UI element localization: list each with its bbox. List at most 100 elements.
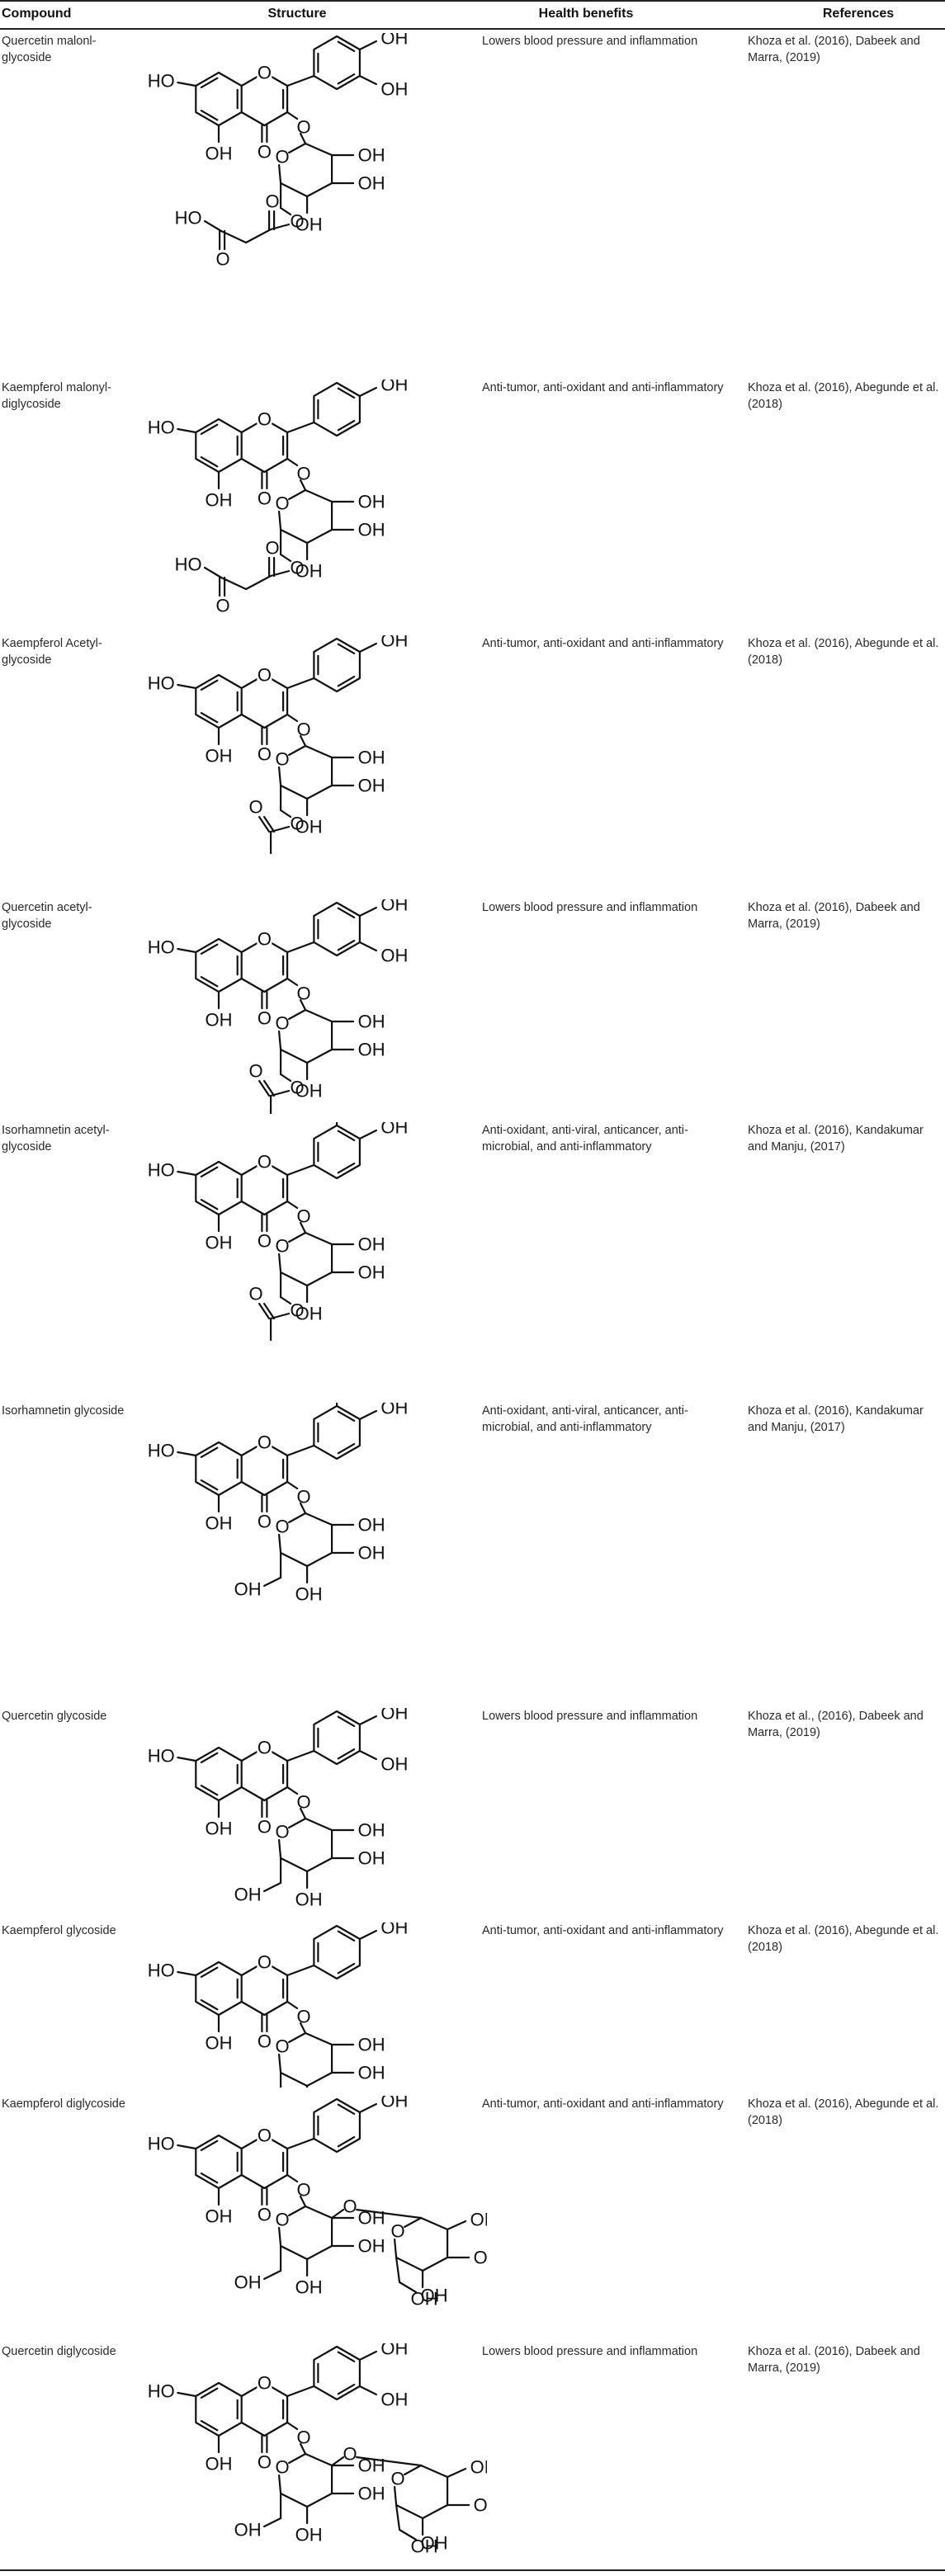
hydroxyl-5-label: OH [206, 2033, 233, 2054]
sugar-hydroxyl-label: OH [358, 1234, 385, 1255]
acid-hydroxyl-label: HO [175, 554, 202, 575]
sugar-hydroxyl-label: OH [358, 520, 385, 540]
health-benefits: Anti-tumor, anti-oxidant and anti-inflam… [482, 637, 724, 650]
compound-name: Quercetin acetyl-glycoside [2, 901, 92, 931]
table-row: Kaempferol glycosideOHOOHOOOHOOHOHOHOHAn… [0, 1918, 945, 2125]
hydroxyl-4prime-label: OH [380, 1403, 408, 1418]
hydroxyl-7-label: HO [148, 2381, 175, 2402]
sugar2-hydroxyl-label: OH [470, 2457, 487, 2478]
health-benefits: Lowers blood pressure and inflammation [482, 1710, 698, 1723]
sugar2-hydroxyl-label: OH [470, 2210, 487, 2230]
sugar-hydroxyl-label: OH [358, 776, 385, 796]
ester-carbonyl-oxygen-label: O [266, 538, 280, 559]
sugar-hydroxyl-label: OH [295, 1890, 323, 1910]
glycosidic-oxygen-label: O [297, 984, 311, 1004]
sugar-hydroxyl-label: OH [358, 173, 385, 194]
table-header-rule [0, 28, 945, 30]
glycosidic-oxygen-label: O [297, 1487, 311, 1507]
hydroxyl-4prime-label: OH [380, 1122, 408, 1138]
glycosidic-oxygen-label: O [297, 1206, 311, 1227]
ring-c-oxygen-label: O [258, 63, 272, 83]
ring-oxygen-label: O [391, 2221, 405, 2242]
sugar2-hydroxymethyl-label: OH [421, 2286, 448, 2306]
compound-name: Quercetin malonl-glycoside [2, 35, 97, 64]
ester-oxygen-label: O [291, 1078, 305, 1098]
sugar-hydroxyl-label: OH [358, 2063, 385, 2083]
hydroxyl-7-label: HO [148, 418, 175, 438]
hydroxyl-5-label: OH [206, 1819, 233, 1839]
hydroxyl-4prime-label: OH [380, 1923, 408, 1938]
header-compound: Compound [2, 7, 72, 21]
health-benefits: Lowers blood pressure and inflammation [482, 901, 698, 914]
carbonyl-oxygen-label: O [258, 1231, 272, 1252]
ring-oxygen-label: O [276, 2036, 290, 2057]
references: Khoza et al., (2016), Dabeek and Marra, … [748, 1710, 924, 1739]
ring-oxygen-label: O [276, 147, 290, 167]
interglycosidic-oxygen-label: O [343, 2196, 357, 2217]
ring-c-oxygen-label: O [258, 2125, 272, 2146]
sugar-hydroxyl-label: OH [295, 2277, 323, 2298]
sugar-hydroxyl-label: OH [358, 145, 385, 166]
chemical-structure: OHOOHOOOHOOHOHOHOHOOOHOHOHOH [140, 2091, 501, 2339]
header-references: References [822, 7, 895, 21]
sugar-hydroxyl-label: OH [358, 1848, 385, 1869]
sugar2-hydroxymethyl-label: OH [421, 2533, 448, 2554]
ring-c-oxygen-label: O [258, 409, 272, 430]
ring-c-oxygen-label: O [258, 929, 272, 950]
hydroxyl-5-label: OH [206, 490, 233, 511]
carbonyl-oxygen-label: O [258, 1817, 272, 1838]
sugar-hydroxyl-label: OH [358, 1820, 385, 1841]
hydroxyl-4prime-label: OH [380, 33, 408, 49]
ring-oxygen-label: O [276, 749, 290, 770]
sugar-hydroxyl-label: OH [295, 561, 323, 582]
sugar-hydroxyl-label: OH [295, 2525, 323, 2545]
acid-carbonyl-oxygen-label: O [216, 249, 230, 270]
sugar-hydroxyl-label: OH [295, 1584, 323, 1605]
carbonyl-oxygen-label: O [258, 142, 272, 163]
ester-carbonyl-oxygen-label: O [249, 797, 263, 818]
sugar-hydroxyl-label: OH [358, 492, 385, 512]
hydroxyl-3prime-label: OH [380, 79, 408, 100]
ring-c-oxygen-label: O [258, 665, 272, 686]
ester-oxygen-label: O [291, 814, 305, 834]
glycosidic-oxygen-label: O [297, 2427, 311, 2448]
ring-oxygen-label: O [276, 1236, 290, 1257]
sugar-hydroxyl-label: OH [358, 1515, 385, 1536]
health-benefits: Lowers blood pressure and inflammation [482, 2345, 698, 2358]
references: Khoza et al. (2016), Abegunde et al. (20… [748, 637, 939, 667]
compound-name: Kaempferol diglycoside [2, 2097, 125, 2111]
glycosidic-oxygen-label: O [297, 464, 311, 484]
ring-oxygen-label: O [391, 2469, 405, 2489]
references: Khoza et al. (2016), Kandakumar and Manj… [748, 1404, 924, 1434]
carbonyl-oxygen-label: O [258, 2205, 272, 2225]
sugar-hydroxyl-label: OH [358, 1040, 385, 1060]
sugar-hydroxyl-label: OH [295, 817, 323, 837]
ring-c-oxygen-label: O [258, 2373, 272, 2394]
sugar-hydroxyl-label: OH [358, 748, 385, 768]
ring-c-oxygen-label: O [258, 1432, 272, 1453]
references: Khoza et al. (2016), Dabeek and Marra, (… [748, 901, 920, 931]
header-health-benefits: Health benefits [538, 7, 634, 21]
hydroxymethyl-label: OH [234, 1579, 262, 1600]
carbonyl-oxygen-label: O [258, 2452, 272, 2473]
compound-name: Isorhamnetin glycoside [2, 1404, 125, 1418]
health-benefits: Anti-tumor, anti-oxidant and anti-inflam… [482, 1924, 724, 1937]
ester-oxygen-label: O [291, 1300, 305, 1321]
glycosidic-oxygen-label: O [297, 1792, 311, 1813]
sugar-hydroxyl-label: OH [358, 1012, 385, 1032]
hydroxyl-5-label: OH [206, 1513, 233, 1534]
health-benefits: Anti-tumor, anti-oxidant and anti-inflam… [482, 381, 724, 394]
health-benefits: Anti-oxidant, anti-viral, anticancer, an… [482, 1404, 688, 1434]
sugar-hydroxyl-label: OH [358, 1262, 385, 1283]
